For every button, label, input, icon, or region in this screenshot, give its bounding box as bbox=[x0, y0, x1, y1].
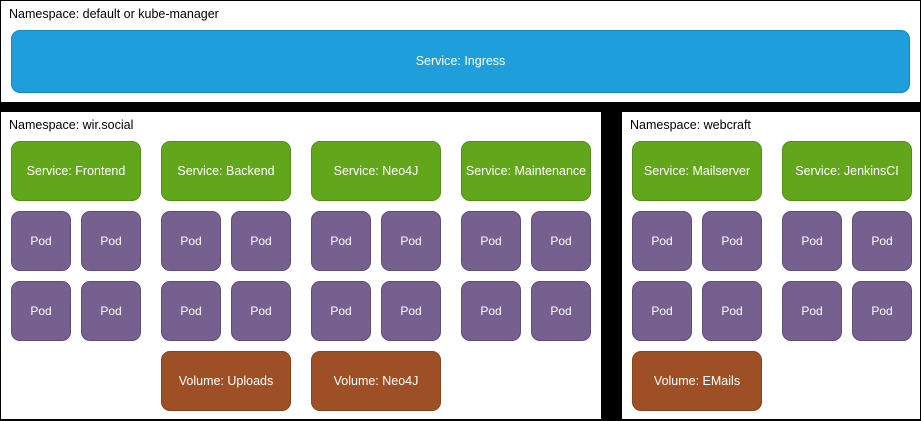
pod-box[interactable]: Pod bbox=[311, 281, 371, 341]
pod-box[interactable]: Pod bbox=[81, 211, 141, 271]
pod-box[interactable]: Pod bbox=[11, 281, 71, 341]
pod-box[interactable]: Pod bbox=[461, 211, 521, 271]
pod-box[interactable]: Pod bbox=[311, 211, 371, 271]
volume-box-emails[interactable]: Volume: EMails bbox=[632, 351, 762, 411]
service-box-backend[interactable]: Service: Backend bbox=[161, 141, 291, 201]
pod-box[interactable]: Pod bbox=[231, 211, 291, 271]
namespace-panel-default-kube-manager: Namespace: default or kube-manager Servi… bbox=[1, 1, 920, 102]
namespace-title-webcraft: Namespace: webcraft bbox=[630, 118, 751, 132]
pod-box[interactable]: Pod bbox=[11, 211, 71, 271]
pod-box[interactable]: Pod bbox=[702, 281, 762, 341]
pod-box[interactable]: Pod bbox=[782, 281, 842, 341]
pod-box[interactable]: Pod bbox=[381, 211, 441, 271]
pod-box[interactable]: Pod bbox=[531, 211, 591, 271]
pod-box[interactable]: Pod bbox=[852, 281, 912, 341]
pod-box[interactable]: Pod bbox=[81, 281, 141, 341]
pod-box[interactable]: Pod bbox=[632, 211, 692, 271]
pod-box[interactable]: Pod bbox=[702, 211, 762, 271]
pod-box[interactable]: Pod bbox=[381, 281, 441, 341]
pod-box[interactable]: Pod bbox=[461, 281, 521, 341]
service-box-mailserver[interactable]: Service: Mailserver bbox=[632, 141, 762, 201]
pod-box[interactable]: Pod bbox=[782, 211, 842, 271]
service-ingress-box[interactable]: Service: Ingress bbox=[11, 30, 910, 93]
volume-box-uploads[interactable]: Volume: Uploads bbox=[161, 351, 291, 411]
pod-box[interactable]: Pod bbox=[161, 211, 221, 271]
pod-box[interactable]: Pod bbox=[852, 211, 912, 271]
volume-box-neo4j[interactable]: Volume: Neo4J bbox=[311, 351, 441, 411]
pod-box[interactable]: Pod bbox=[531, 281, 591, 341]
service-box-frontend[interactable]: Service: Frontend bbox=[11, 141, 141, 201]
service-box-maintenance[interactable]: Service: Maintenance bbox=[461, 141, 591, 201]
pod-box[interactable]: Pod bbox=[632, 281, 692, 341]
service-box-jenkinsci[interactable]: Service: JenkinsCI bbox=[782, 141, 912, 201]
namespace-title-default-kube-manager: Namespace: default or kube-manager bbox=[9, 7, 219, 21]
pod-box[interactable]: Pod bbox=[161, 281, 221, 341]
namespace-title-wir-social: Namespace: wir.social bbox=[9, 118, 134, 132]
service-box-neo4j[interactable]: Service: Neo4J bbox=[311, 141, 441, 201]
pod-box[interactable]: Pod bbox=[231, 281, 291, 341]
